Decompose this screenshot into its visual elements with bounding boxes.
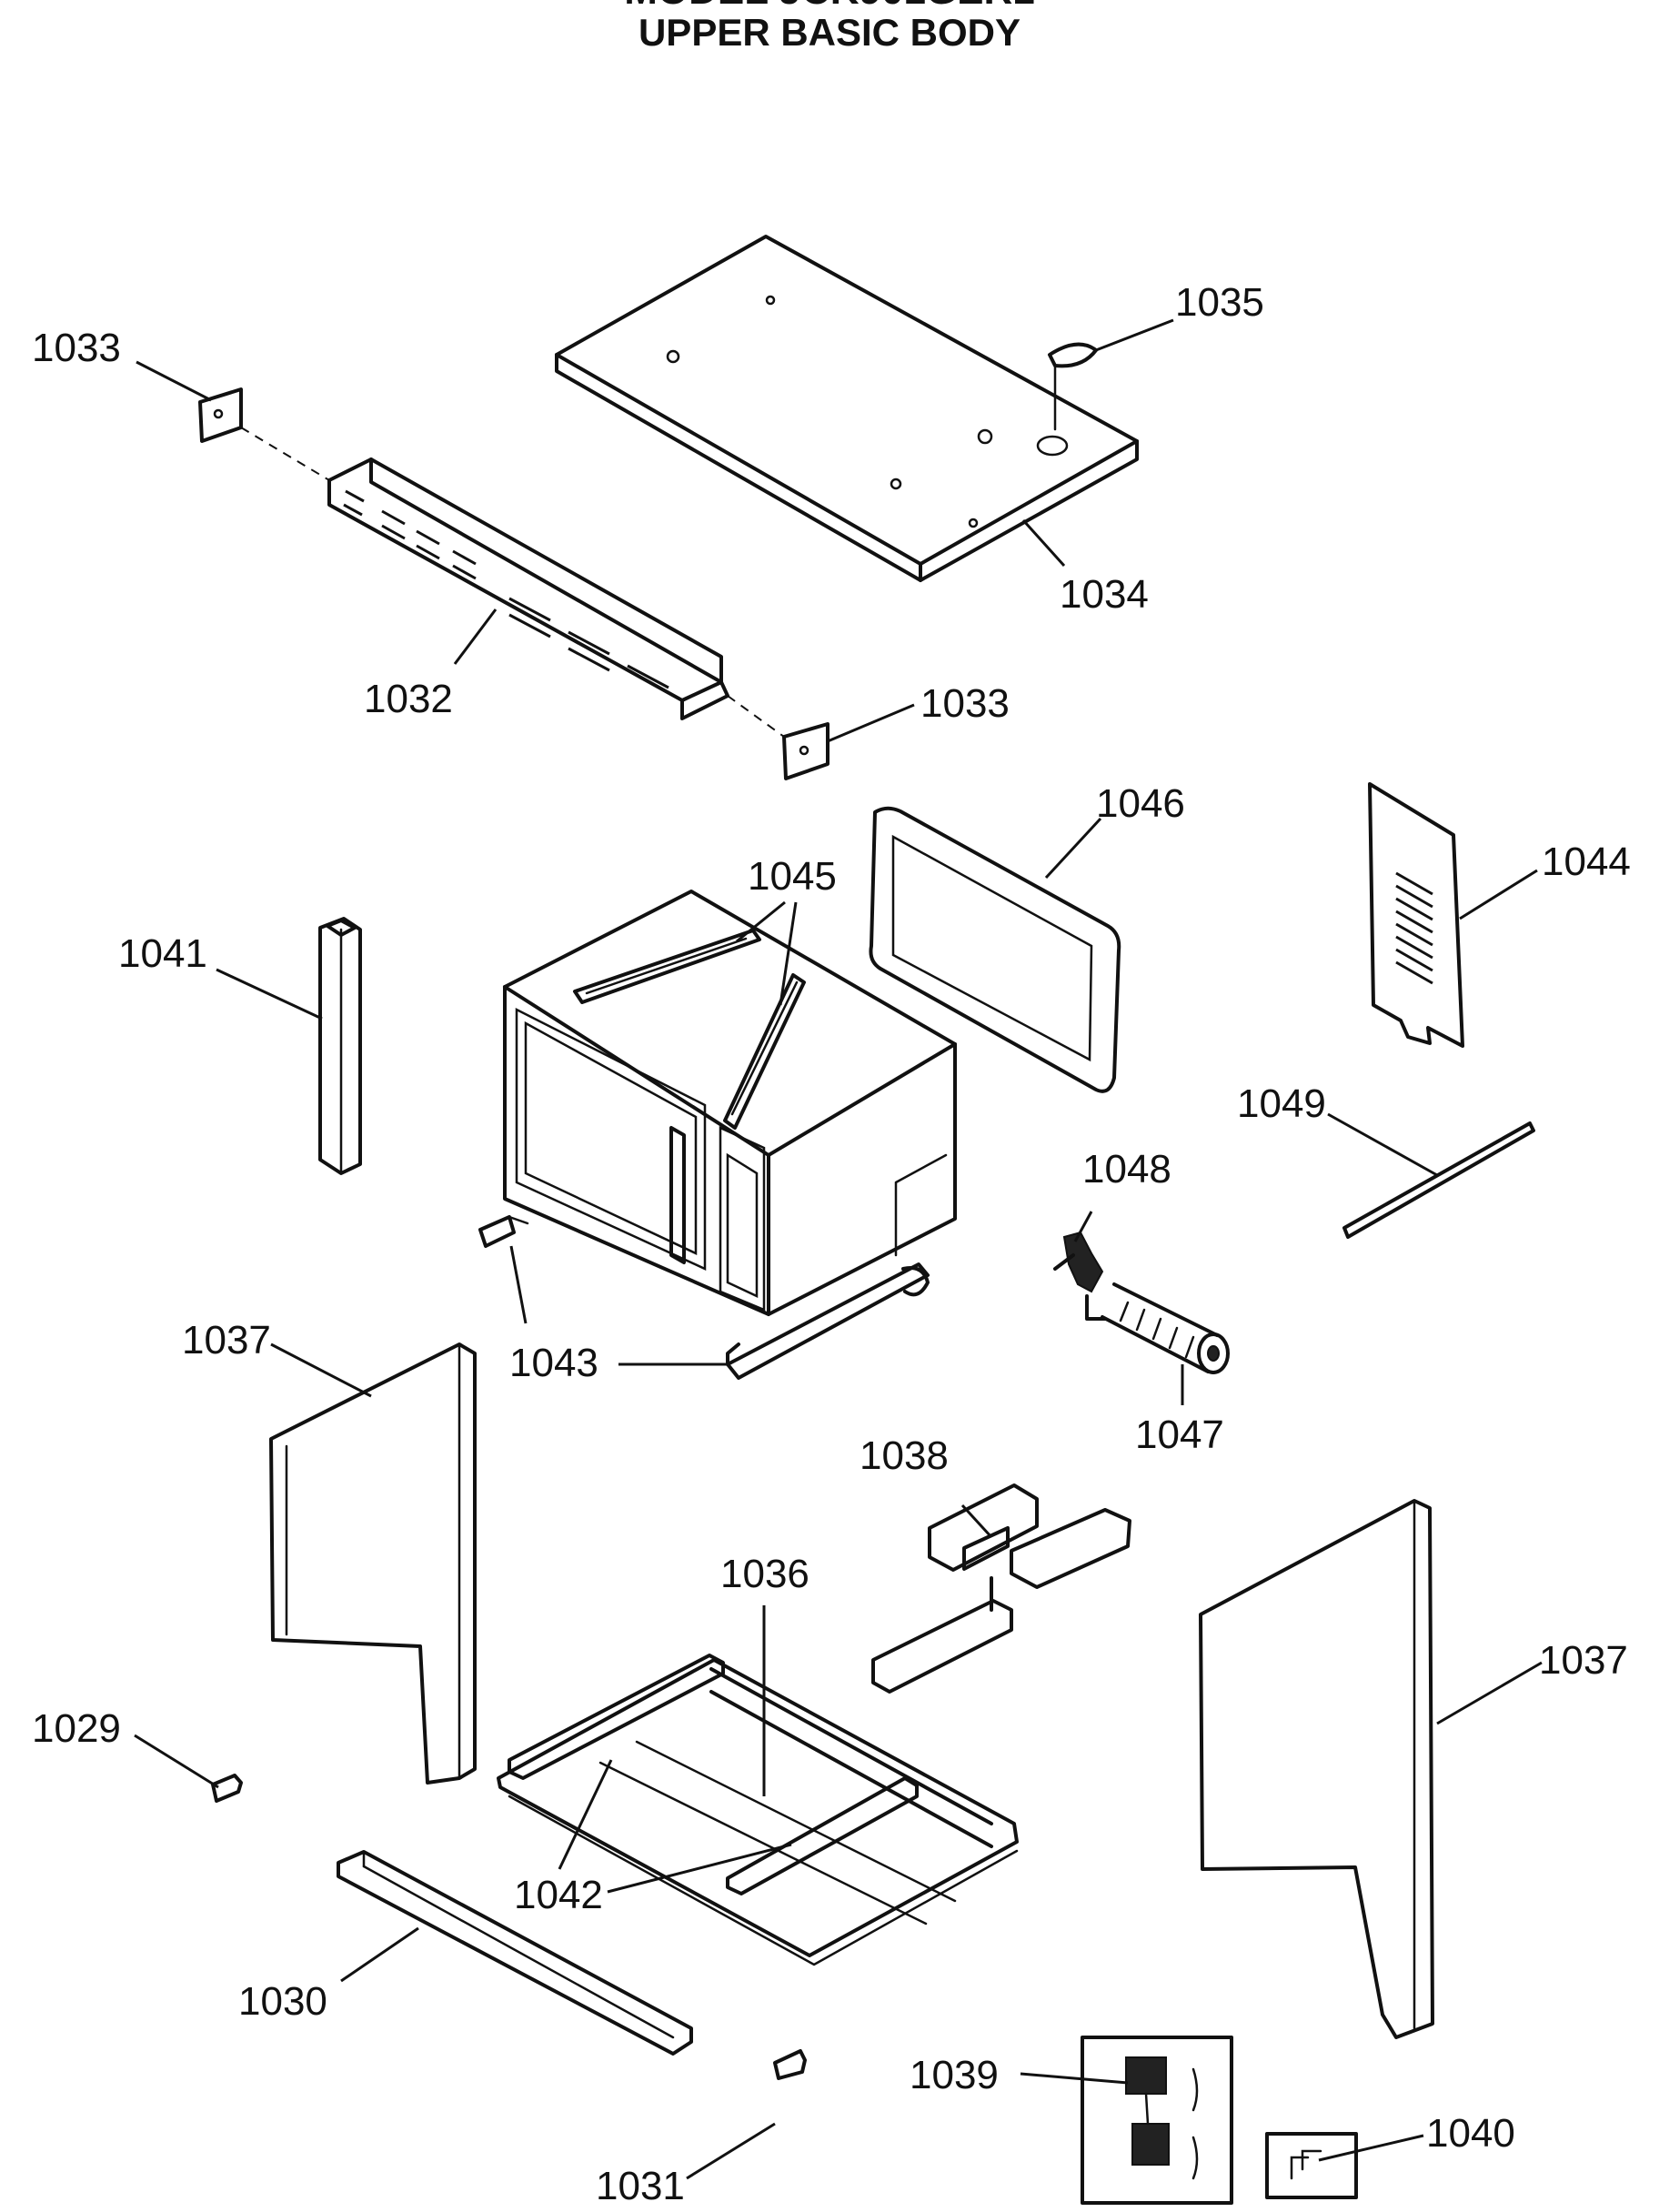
callout-1029: 1029 (32, 1706, 121, 1751)
callout-1047: 1047 (1135, 1413, 1224, 1457)
part-1032-vent-bracket (327, 457, 729, 720)
part-1048-thermostat (1053, 1231, 1107, 1321)
part-1040-bracket (1265, 2132, 1358, 2199)
diagram-title: MODEL JCK901GER1 (624, 0, 1035, 13)
part-1038-frame (871, 1483, 1131, 1694)
part-1039-connector (1081, 2036, 1233, 2205)
leader-lines (134, 318, 1543, 2180)
assembly-dashline-1033-upper (240, 427, 330, 481)
callout-1037-left: 1037 (182, 1318, 271, 1362)
callout-1032: 1032 (364, 677, 453, 721)
part-1033-clip-lower (782, 722, 830, 780)
part-1041-post (318, 917, 362, 1175)
callout-1049: 1049 (1237, 1081, 1326, 1126)
callout-1039: 1039 (910, 2053, 999, 2097)
callout-1041: 1041 (118, 931, 207, 976)
part-1034-top-panel (555, 235, 1139, 582)
callout-1044: 1044 (1542, 840, 1631, 884)
part-1046-frame (869, 806, 1121, 1093)
part-1030-bar (337, 1850, 693, 2056)
callout-1046: 1046 (1096, 781, 1185, 826)
part-1045-rail-lower (723, 973, 806, 1130)
part-1049-strip (1342, 1121, 1535, 1239)
callout-1038: 1038 (860, 1433, 949, 1478)
part-1035-cap (1048, 342, 1098, 431)
callout-1033-lower: 1033 (920, 681, 1010, 726)
part-1043-foot-left (478, 1215, 529, 1248)
callout-1034: 1034 (1060, 572, 1149, 617)
callout-1035: 1035 (1175, 280, 1264, 325)
part-1037-side-panel-left (269, 1342, 477, 1785)
callout-1033-upper: 1033 (32, 326, 121, 370)
part-1037-side-panel-right (1199, 1499, 1434, 2039)
part-1031-clip (773, 2049, 807, 2080)
callout-1045: 1045 (748, 854, 837, 899)
diagram-subtitle: UPPER BASIC BODY (638, 11, 1021, 54)
callout-1030: 1030 (238, 1979, 327, 2024)
part-1043-foot-right (726, 1262, 930, 1380)
assembly-dashline-1033-lower (727, 695, 785, 738)
part-1029-clip (211, 1774, 243, 1803)
callout-labels: 1033 1035 1034 1032 1033 1046 1045 1044 … (32, 280, 1631, 2208)
callout-1037-right: 1037 (1539, 1638, 1628, 1683)
callout-1040: 1040 (1426, 2111, 1515, 2156)
part-1044-side-panel (1368, 782, 1464, 1048)
callout-1031: 1031 (596, 2164, 685, 2208)
callout-1036: 1036 (720, 1552, 809, 1596)
part-1045-rail-upper (573, 929, 761, 1004)
callout-1048: 1048 (1082, 1147, 1171, 1191)
callout-1043: 1043 (509, 1341, 598, 1385)
callout-1042: 1042 (514, 1873, 603, 1917)
part-1036-base-frame (497, 1654, 1019, 1966)
oven-cavity-assembly (503, 890, 957, 1316)
part-1047-fan-motor (1101, 1282, 1230, 1374)
